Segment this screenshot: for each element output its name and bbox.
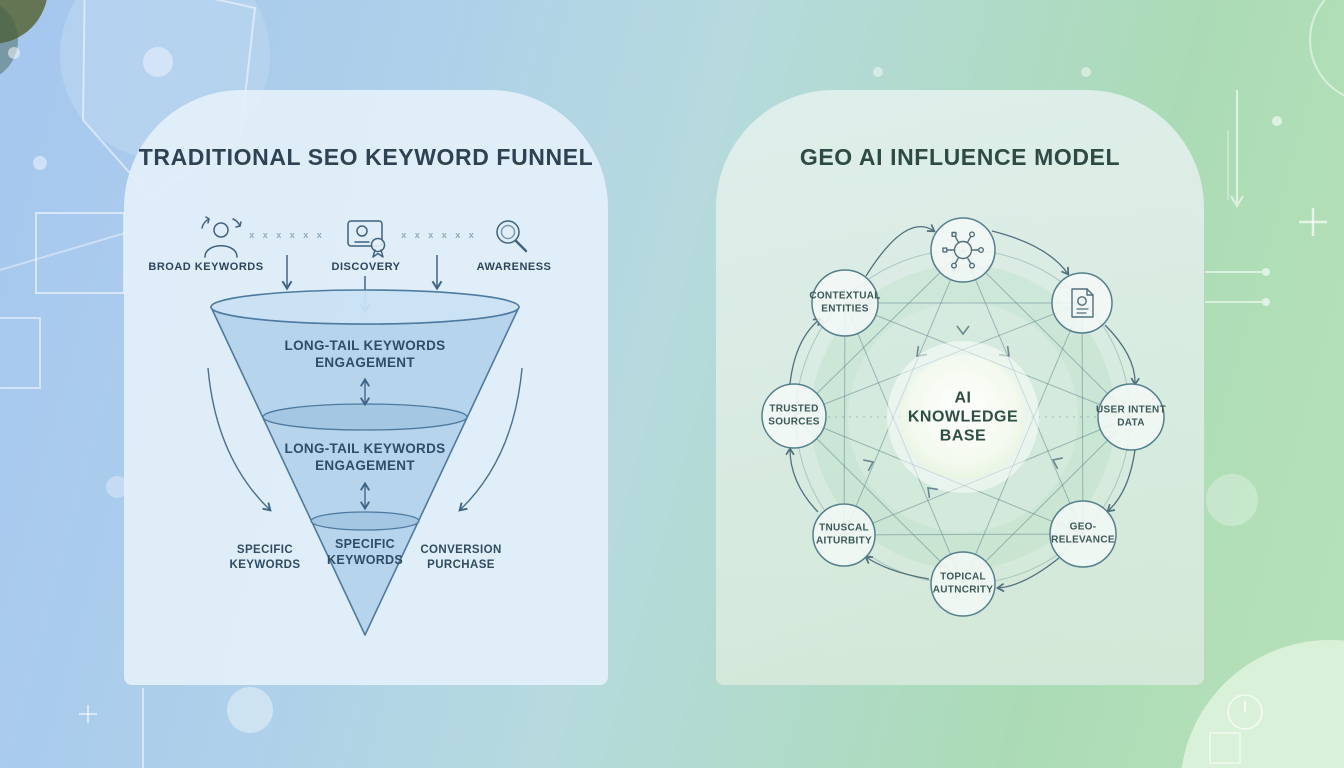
node-label-line: USER INTENT (1096, 404, 1166, 416)
side-label-right-line2: PURCHASE (427, 559, 495, 571)
node-label-line: TRUSTED (769, 403, 819, 415)
user-sync-icon (201, 216, 242, 258)
funnel-band-1-line1: LONG-TAIL KEYWORDS (284, 338, 446, 353)
corner-blob (1181, 640, 1344, 768)
right-panel-title: GEO AI INFLUENCE MODEL (799, 144, 1121, 170)
funnel-band-3: SPECIFIC KEYWORDS (327, 536, 403, 568)
node-label-line: ENTITIES (821, 303, 869, 314)
node-label-line: RELEVANCE (1051, 534, 1115, 545)
decor-dot (106, 476, 128, 498)
decor-dot (1206, 474, 1258, 526)
corner-arc (1309, 0, 1344, 97)
side-label-conversion-purchase: CONVERSION PURCHASE (420, 543, 501, 573)
magnifier-icon (496, 220, 528, 253)
stage-label-awareness: AWARENESS (476, 261, 552, 273)
decor-dot (1262, 298, 1270, 306)
node-label-line: CONTEXTUAL (809, 290, 881, 302)
node-ai-network (930, 217, 996, 283)
clock-icon (1227, 694, 1263, 730)
left-panel-title: TRADITIONAL SEO KEYWORD FUNNEL (138, 144, 594, 170)
funnel-band-3-line1: SPECIFIC (334, 537, 396, 551)
node-label-line: TOPICAL (940, 571, 986, 583)
contextual-entities-label: CONTEXTUAL ENTITIES (809, 291, 880, 316)
geo-ai-panel: GEO AI INFLUENCE MODEL AI KNOWLEDGE BASE… (716, 90, 1204, 685)
funnel-band-3-line2: KEYWORDS (326, 553, 404, 567)
side-flow-arrows (207, 367, 523, 512)
decor-dot (1081, 67, 1091, 77)
decor-dot (143, 47, 173, 77)
monitor-badge-icon (347, 220, 386, 258)
side-label-specific-keywords: SPECIFIC KEYWORDS (230, 543, 301, 573)
decor-dot (227, 687, 273, 733)
topical-authority-label: TOPICAL AUTNCRITY (933, 572, 993, 597)
arrow-down-icon (1230, 195, 1244, 208)
decor-dot (873, 67, 883, 77)
ai-knowledge-base-circle (901, 355, 1025, 479)
trust-authority-label: TNUSCAL AITURBITY (816, 523, 872, 548)
plus-icon (79, 705, 97, 723)
node-topical-authority (930, 551, 996, 617)
outline-rect (0, 317, 41, 389)
outline-rect (35, 212, 125, 294)
stage-label-broad-keywords: BROAD KEYWORDS (148, 261, 264, 273)
node-label-line: GEO- (1069, 521, 1097, 533)
center-label-line3: BASE (939, 427, 987, 445)
scribble-marks: x x x x x x (401, 230, 477, 240)
node-trusted-sources (761, 383, 827, 449)
stage-label-discovery: DISCOVERY (331, 261, 401, 273)
node-cited-document (1051, 272, 1113, 334)
node-contextual-entities (811, 269, 879, 337)
trusted-sources-label: TRUSTED SOURCES (768, 404, 820, 429)
cited-document-icon (1071, 288, 1094, 318)
node-label-line: SOURCES (768, 416, 820, 427)
funnel-divider-2 (310, 511, 420, 531)
node-label-line: DATA (1117, 417, 1145, 428)
corner-dark-blob (0, 0, 47, 44)
funnel-band-1-line2: ENGAGEMENT (315, 355, 415, 370)
funnel-band-1: LONG-TAIL KEYWORDS ENGAGEMENT (285, 337, 446, 371)
cycle-arrows (785, 224, 1140, 593)
ai-knowledge-base-label: AI KNOWLEDGE BASE (908, 389, 1018, 446)
geo-relevance-label: GEO- RELEVANCE (1051, 522, 1115, 547)
side-label-left-line1: SPECIFIC (236, 544, 294, 556)
side-label-left-line2: KEYWORDS (229, 559, 301, 571)
seo-funnel-panel: TRADITIONAL SEO KEYWORD FUNNEL BROAD KEY… (124, 90, 608, 685)
plus-icon (1299, 208, 1327, 236)
decor-dot (8, 47, 20, 59)
node-label-line: TNUSCAL (819, 522, 869, 534)
decor-dot (33, 156, 47, 170)
side-label-right-line1: CONVERSION (420, 544, 502, 556)
node-label-line: AUTNCRITY (932, 584, 994, 595)
funnel-top-ellipse (210, 289, 520, 325)
funnel-band-2-line2: ENGAGEMENT (315, 458, 415, 473)
center-label-line2: KNOWLEDGE (907, 408, 1019, 426)
influence-network-diagram (761, 217, 1165, 617)
funnel-diagram (201, 216, 528, 636)
outline-square (1209, 732, 1241, 764)
user-intent-data-label: USER INTENT DATA (1096, 405, 1166, 430)
node-trust-authority (812, 503, 876, 567)
funnel-band-2-line1: LONG-TAIL KEYWORDS (284, 441, 446, 456)
node-geo-relevance (1049, 500, 1117, 568)
node-label-line: AITURBITY (815, 535, 873, 546)
funnel-divider-1 (262, 403, 468, 431)
node-user-intent-data (1097, 383, 1165, 451)
decor-dot (1272, 116, 1282, 126)
funnel-band-2: LONG-TAIL KEYWORDS ENGAGEMENT (285, 440, 446, 474)
decor-line (0, 230, 133, 271)
ai-network-icon (942, 231, 984, 269)
decor-dot (1262, 268, 1270, 276)
center-label-line1: AI (954, 389, 972, 407)
scribble-marks: x x x x x x (249, 230, 325, 240)
